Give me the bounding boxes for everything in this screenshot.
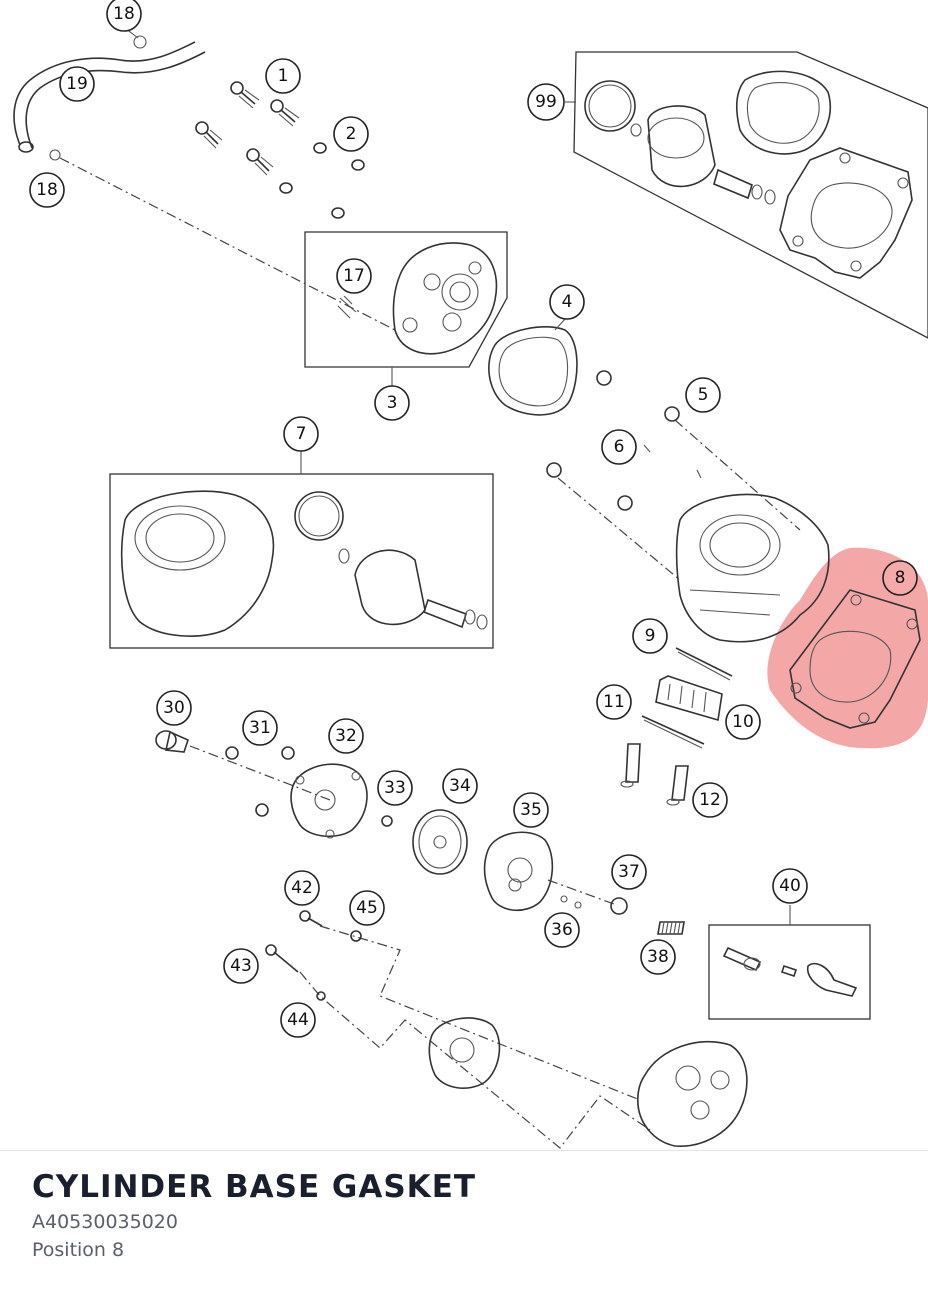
head-gasket-part-4[interactable]: [488, 326, 578, 416]
callout-43[interactable]: 43: [223, 948, 259, 984]
svg-text:1: 1: [278, 66, 289, 86]
callout-11[interactable]: 11: [596, 684, 632, 720]
washers-part-36[interactable]: [560, 895, 582, 909]
svg-text:40: 40: [779, 876, 801, 896]
dowel-part-6: [643, 444, 702, 479]
callout-17[interactable]: 17: [336, 258, 372, 294]
callout-36[interactable]: 36: [544, 912, 580, 948]
cylinder-kit-part-7[interactable]: [109, 473, 494, 649]
callout-32[interactable]: 32: [328, 718, 364, 754]
screws-part-1[interactable]: [195, 81, 300, 176]
svg-text:30: 30: [163, 698, 185, 718]
callout-37[interactable]: 37: [611, 854, 647, 890]
svg-text:9: 9: [645, 626, 656, 646]
diaphragm-part-34[interactable]: [412, 809, 468, 875]
callout-12[interactable]: 12: [692, 782, 728, 818]
callout-3[interactable]: 3: [374, 385, 410, 421]
callout-6[interactable]: 6: [601, 429, 637, 465]
svg-text:4: 4: [562, 292, 573, 312]
part-info-panel: CYLINDER BASE GASKET A40530035020 Positi…: [0, 1150, 928, 1291]
exhaust-valve-part-9[interactable]: [675, 647, 733, 681]
cylinder-head-part-3[interactable]: [59, 157, 508, 368]
callout-35[interactable]: 35: [513, 792, 549, 828]
housing-part-35[interactable]: [483, 831, 615, 911]
svg-text:38: 38: [647, 947, 669, 967]
nuts-part-5[interactable]: [546, 370, 801, 581]
callout-2[interactable]: 2: [333, 116, 369, 152]
cylinder-main[interactable]: [675, 493, 830, 643]
spring-part-38[interactable]: [657, 921, 685, 935]
svg-text:6: 6: [614, 437, 625, 457]
hose-part-19[interactable]: [13, 35, 206, 161]
svg-text:3: 3: [387, 393, 398, 413]
nut-part-33[interactable]: [381, 815, 393, 827]
svg-text:99: 99: [535, 92, 557, 112]
callout-10[interactable]: 10: [725, 704, 761, 740]
svg-text:11: 11: [603, 692, 625, 712]
exploded-parts-diagram: 18 19 18 1 2 99 17 3 4 5 6 7 8 9 11 10 1…: [13, 0, 928, 1149]
repair-kit-part-99[interactable]: [573, 51, 928, 339]
svg-text:5: 5: [698, 385, 709, 405]
cylinder-base-gasket-part-8[interactable]: [789, 589, 921, 729]
svg-text:31: 31: [249, 718, 271, 738]
svg-text:32: 32: [335, 726, 357, 746]
part-position: Position 8: [32, 1239, 125, 1261]
callout-45[interactable]: 45: [349, 890, 385, 926]
svg-text:8: 8: [895, 568, 906, 588]
washer-part-44[interactable]: [316, 991, 326, 1001]
callout-1[interactable]: 1: [265, 58, 301, 94]
callout-18-bottom[interactable]: 18: [29, 172, 65, 208]
valve-lever-kit-part-40[interactable]: [708, 924, 871, 1020]
svg-text:19: 19: [66, 74, 88, 94]
valve-roller-part-10[interactable]: [655, 675, 723, 722]
callout-18-top[interactable]: 18: [106, 0, 142, 32]
svg-text:10: 10: [732, 712, 754, 732]
svg-text:35: 35: [520, 800, 542, 820]
lower-cover-assembly: [428, 1017, 748, 1147]
callout-99[interactable]: 99: [527, 83, 565, 121]
screws-part-12[interactable]: [620, 743, 689, 806]
callout-4[interactable]: 4: [549, 284, 585, 320]
callout-38[interactable]: 38: [640, 939, 676, 975]
washers-part-2[interactable]: [279, 142, 365, 219]
callout-34[interactable]: 34: [442, 768, 478, 804]
part-name: CYLINDER BASE GASKET: [32, 1169, 477, 1205]
callout-5[interactable]: 5: [685, 377, 721, 413]
svg-text:2: 2: [346, 124, 357, 144]
screw-part-43[interactable]: [265, 944, 651, 1149]
svg-text:36: 36: [551, 920, 573, 940]
washer-part-45[interactable]: [350, 930, 362, 942]
svg-text:42: 42: [291, 878, 313, 898]
callout-30[interactable]: 30: [156, 690, 192, 726]
svg-text:43: 43: [230, 956, 252, 976]
svg-text:33: 33: [384, 778, 406, 798]
svg-text:37: 37: [618, 862, 640, 882]
svg-text:18: 18: [113, 4, 135, 24]
svg-text:18: 18: [36, 180, 58, 200]
callout-31[interactable]: 31: [242, 710, 278, 746]
svg-text:12: 12: [699, 790, 721, 810]
valve-cap-part-30[interactable]: [155, 730, 331, 801]
callout-42[interactable]: 42: [284, 870, 320, 906]
callout-7[interactable]: 7: [283, 416, 319, 452]
selected-part-highlight: [767, 547, 928, 749]
valve-shaft-part-11[interactable]: [641, 715, 705, 749]
nuts-part-31[interactable]: [225, 746, 295, 817]
svg-text:34: 34: [449, 776, 471, 796]
callout-40[interactable]: 40: [772, 868, 808, 904]
part-number: A40530035020: [32, 1211, 178, 1233]
svg-text:44: 44: [287, 1010, 309, 1030]
callout-8[interactable]: 8: [882, 560, 918, 596]
callout-33[interactable]: 33: [377, 770, 413, 806]
callout-9[interactable]: 9: [632, 618, 668, 654]
svg-text:17: 17: [343, 266, 365, 286]
oring-part-37[interactable]: [610, 897, 628, 915]
cover-part-32[interactable]: [290, 763, 368, 839]
screw-part-42[interactable]: [299, 910, 641, 1101]
svg-text:45: 45: [356, 898, 378, 918]
callout-19[interactable]: 19: [59, 66, 95, 102]
callout-44[interactable]: 44: [280, 1002, 316, 1038]
svg-text:7: 7: [296, 424, 307, 444]
